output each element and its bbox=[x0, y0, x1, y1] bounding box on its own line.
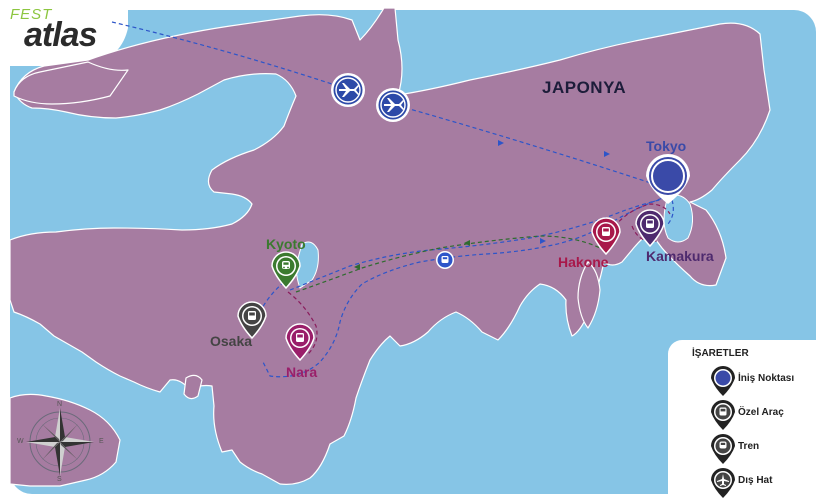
izu-peninsula bbox=[577, 261, 601, 329]
compass-w: W bbox=[17, 438, 24, 445]
map-legend: İŞARETLER İniş Noktası Özel Araç bbox=[668, 340, 818, 498]
airplane-icon bbox=[376, 88, 410, 122]
city-label-osaka: Osaka bbox=[210, 333, 253, 349]
direction-arrow bbox=[498, 140, 504, 146]
legend-item-private-vehicle: Özel Araç bbox=[710, 398, 816, 430]
city-label-kyoto: Kyoto bbox=[266, 236, 306, 252]
city-label-tokyo: Tokyo bbox=[646, 138, 687, 154]
compass-n: N bbox=[57, 401, 63, 408]
airplane-icon bbox=[331, 73, 365, 107]
compass-s: S bbox=[57, 476, 62, 483]
tokyo-landing-marker bbox=[646, 154, 690, 204]
route-arrows bbox=[354, 140, 610, 270]
airplane-icon bbox=[711, 468, 735, 498]
hakone-vehicle-pin bbox=[591, 217, 621, 256]
awaji-island bbox=[183, 374, 203, 400]
tokyo-bay bbox=[663, 194, 694, 243]
fest-atlas-logo: FEST atlas bbox=[6, 4, 114, 56]
kyoto-train-pin bbox=[271, 251, 301, 290]
hakone-kamakura-route bbox=[609, 203, 671, 233]
compass-e: E bbox=[99, 438, 104, 445]
direction-arrow bbox=[354, 264, 360, 270]
direction-arrow bbox=[604, 151, 610, 157]
kamakura-loop-route bbox=[631, 225, 661, 242]
land-mass bbox=[9, 7, 771, 487]
compass-rose-icon bbox=[26, 408, 94, 476]
kyoto-hakone-green-route bbox=[295, 235, 601, 293]
logo-fest-text: FEST bbox=[10, 6, 53, 23]
kyoto-nara-route bbox=[287, 291, 318, 355]
tokyo-kamakura-route bbox=[667, 199, 674, 225]
legend-item-landing-point: İniş Noktası bbox=[710, 364, 816, 396]
direction-arrow bbox=[464, 240, 470, 246]
legend-item-train: Tren bbox=[710, 432, 816, 464]
landing-point-icon bbox=[711, 366, 735, 396]
northern-coast bbox=[13, 61, 129, 105]
direction-arrow bbox=[540, 238, 546, 244]
legend-label-international-flight: Dış Hat bbox=[738, 475, 773, 486]
nara-vehicle-pin bbox=[285, 323, 315, 362]
logo-atlas-text: atlas bbox=[24, 16, 97, 54]
kyoto-tokyo-train-route bbox=[289, 197, 669, 291]
legend-label-train: Tren bbox=[738, 441, 760, 452]
osaka-vehicle-pin bbox=[237, 301, 267, 340]
legend-label-landing-point: İniş Noktası bbox=[738, 373, 795, 384]
city-label-kamakura: Kamakura bbox=[646, 248, 714, 264]
train-icon bbox=[711, 434, 735, 464]
legend-title: İŞARETLER bbox=[692, 348, 749, 359]
flight-to-tokyo-route bbox=[391, 103, 661, 187]
kamakura-vehicle-pin bbox=[635, 209, 665, 248]
logo-cutout bbox=[0, 0, 128, 66]
legend-item-international-flight: Dış Hat bbox=[710, 466, 816, 498]
honshu-land bbox=[9, 7, 771, 485]
train-icon bbox=[436, 251, 454, 269]
country-label: JAPONYA bbox=[542, 78, 627, 97]
international-flight-route bbox=[111, 21, 345, 89]
legend-label-private-vehicle: Özel Araç bbox=[738, 407, 784, 418]
private-vehicle-icon bbox=[711, 400, 735, 430]
city-label-nara: Nara bbox=[286, 364, 318, 380]
city-label-hakone: Hakone bbox=[558, 254, 609, 270]
